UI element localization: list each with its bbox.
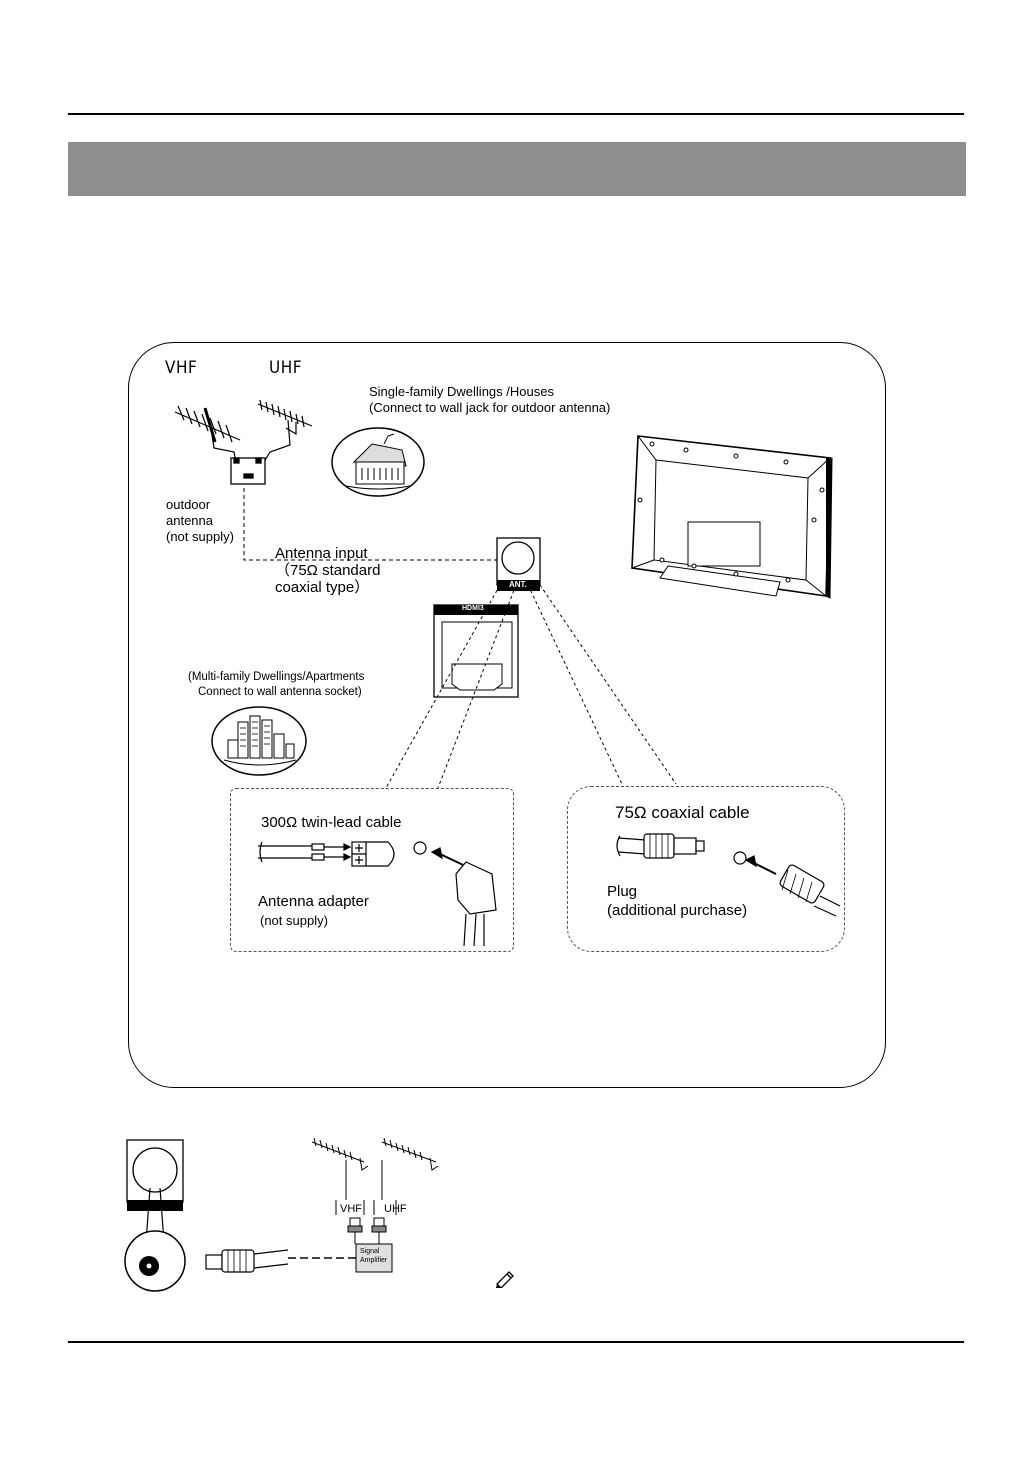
antenna-adapter-label: Antenna adapter: [258, 893, 369, 910]
outdoor-antenna-line3: (not supply): [166, 529, 234, 544]
twin-lead-detail-box: [230, 788, 514, 952]
ant-port-icon: [496, 537, 541, 591]
bottom-ant-port-icon: [124, 1139, 186, 1292]
amplifier-line1: Signal: [360, 1248, 380, 1255]
antenna-combiner-icon: [230, 457, 266, 485]
bottom-connectors-icon: [347, 1217, 387, 1244]
antenna-input-label: Antenna input （75Ω standard coaxial type…: [275, 545, 380, 596]
house-icon: [331, 427, 425, 497]
leader-lines: [385, 584, 677, 789]
bottom-uhf-label: UHF: [384, 1203, 407, 1215]
antenna-lead-line: [243, 488, 498, 561]
antenna-input-line1: Antenna input: [275, 545, 368, 562]
uhf-antenna-icon: [257, 399, 313, 463]
signal-amplifier-icon: [355, 1243, 393, 1273]
apartment-icon: [211, 706, 307, 776]
outdoor-antenna-line2: antenna: [166, 513, 213, 528]
outdoor-antenna-line1: outdoor: [166, 497, 211, 512]
bottom-antennas-icon: [311, 1137, 439, 1215]
multi-family-line2: Connect to wall antenna socket): [198, 686, 362, 698]
twin-lead-title: 300Ω twin-lead cable: [261, 814, 402, 831]
antenna-input-line2: （75Ω standard: [275, 562, 381, 579]
single-family-label: Single-family Dwellings /Houses (Connect…: [369, 384, 610, 416]
coaxial-cable-icon: [616, 833, 841, 917]
section-banner: [68, 142, 966, 196]
main-diagram-panel: [128, 342, 886, 1088]
hdmi-port-icon: [433, 604, 519, 698]
outdoor-antenna-label: outdoor antenna (not supply): [166, 497, 234, 545]
vhf-label: VHF: [165, 358, 198, 378]
bottom-coax-plug-icon: [205, 1249, 356, 1273]
antenna-input-line3: coaxial type）: [275, 579, 370, 596]
plug-note: (additional purchase): [607, 902, 748, 919]
hdmi-port-label: HDMI3: [462, 605, 484, 612]
multi-family-label: (Multi-family Dwellings/Apartments Conne…: [188, 670, 364, 700]
tv-back-icon: [631, 435, 833, 599]
amplifier-line2: Amplifier: [360, 1257, 388, 1264]
plug-label: Plug: [607, 883, 638, 900]
single-family-line2: (Connect to wall jack for outdoor antenn…: [369, 400, 611, 415]
header-rule: [68, 113, 964, 115]
ant-port-label: ANT.: [509, 580, 527, 589]
coax-title: 75Ω coaxial cable: [615, 803, 750, 822]
coax-detail-box: [567, 786, 845, 952]
uhf-label: UHF: [269, 358, 303, 378]
pencil-note-icon: [496, 1271, 514, 1288]
footer-rule: [68, 1341, 964, 1343]
multi-family-line1: (Multi-family Dwellings/Apartments: [188, 671, 365, 683]
amplifier-label: Signal Amplifier: [360, 1247, 387, 1265]
vhf-antenna-icon: [174, 405, 241, 463]
antenna-adapter-note: (not supply): [260, 913, 328, 928]
bottom-vhf-label: VHF: [340, 1203, 362, 1215]
twin-lead-adapter-icon: [258, 841, 497, 947]
single-family-line1: Single-family Dwellings /Houses: [369, 384, 554, 399]
